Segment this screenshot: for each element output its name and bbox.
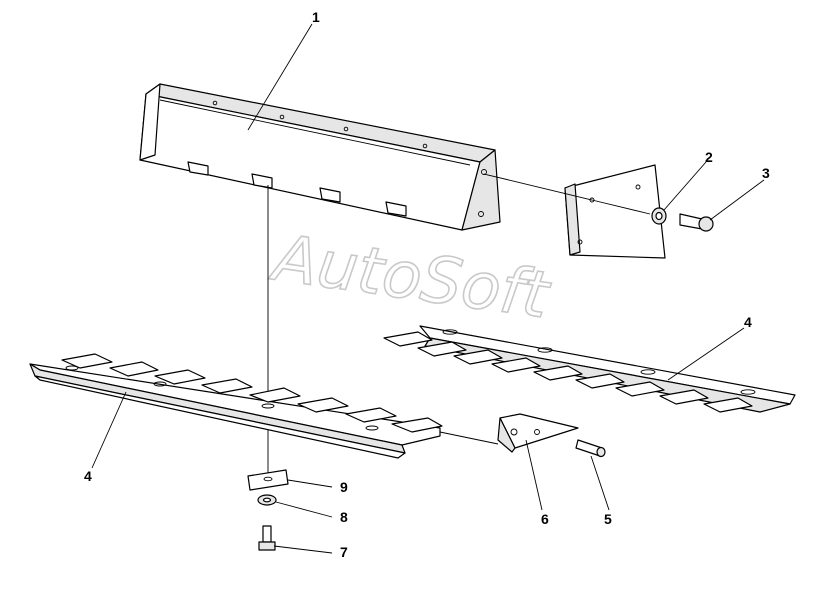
watermark: AutoSoft (265, 221, 555, 334)
callout-8: 8 (340, 509, 348, 525)
callout-7: 7 (340, 544, 348, 560)
callout-4-left: 4 (84, 468, 92, 484)
part-blade-right (383, 325, 796, 413)
leader-5 (590, 455, 610, 511)
part-beam (139, 83, 501, 231)
callout-9: 9 (340, 479, 348, 495)
part-guard (497, 413, 579, 453)
leader-2 (663, 161, 707, 211)
callout-6: 6 (541, 511, 549, 527)
callout-5: 5 (604, 511, 612, 527)
part-blade-left (29, 353, 443, 459)
leader-6 (525, 439, 543, 511)
callout-4-right: 4 (744, 314, 752, 330)
callout-2: 2 (705, 149, 713, 165)
callout-3: 3 (762, 165, 770, 181)
leader-9 (287, 479, 333, 488)
leader-7 (273, 545, 333, 554)
part-screw (258, 525, 276, 551)
leader-1 (247, 23, 313, 131)
callout-1: 1 (312, 9, 320, 25)
part-plate (247, 469, 289, 491)
leader-8 (275, 501, 333, 518)
part-nut (651, 207, 667, 225)
part-pin (575, 439, 606, 458)
part-mount-plate (564, 164, 666, 259)
leader-3 (709, 179, 765, 221)
leader-lines (91, 23, 765, 554)
part-washer (257, 494, 277, 506)
leader-4a (91, 391, 127, 469)
leader-4b (667, 327, 745, 381)
part-bolt (679, 213, 714, 232)
